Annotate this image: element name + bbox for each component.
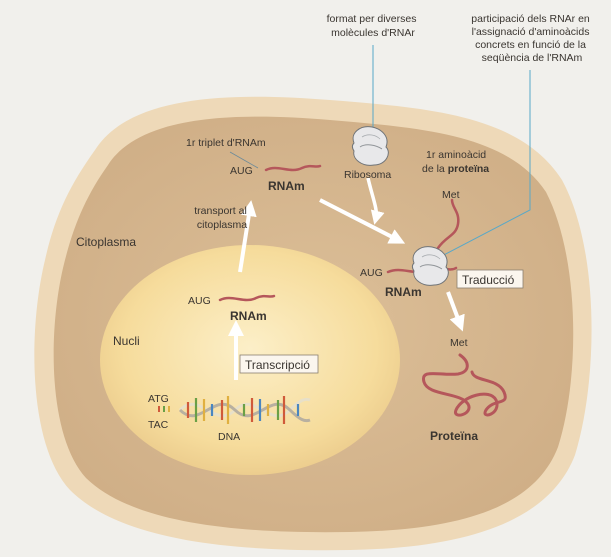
met-label-top: Met [442, 189, 460, 201]
rnam-label-mid: RNAm [230, 309, 267, 323]
traduccio-box [456, 269, 524, 289]
met-label-bottom: Met [450, 337, 468, 349]
rnam-label-right: RNAm [385, 285, 422, 299]
rna-strand-icon [264, 164, 322, 172]
rnam-label-top: RNAm [268, 179, 305, 193]
nucli-label: Nucli [113, 334, 140, 348]
triplet-pointer [229, 151, 259, 169]
triplet-label: 1r triplet d'RNAm [186, 137, 266, 149]
citoplasma-label: Citoplasma [76, 235, 136, 249]
aug-label-right: AUG [360, 267, 383, 279]
dna-label: DNA [218, 431, 240, 443]
dna-helix-icon [158, 396, 311, 424]
callout-ribosome-text: format per diverses molècules d'RNAr [327, 13, 420, 39]
arrow-ribosome-join [366, 177, 385, 225]
atg-label: ATG [148, 393, 169, 405]
arrow-transport [238, 200, 257, 273]
tac-label: TAC [148, 419, 169, 431]
aminoacid-label-line2: de la proteïna [422, 163, 489, 175]
aug-label-mid: AUG [188, 295, 211, 307]
arrow-protein [446, 291, 465, 332]
ribosome-icon [412, 246, 449, 286]
proteina-label: Proteïna [430, 429, 478, 443]
arrow-to-ribosome [319, 198, 406, 244]
ribosome-icon [352, 126, 389, 166]
protein-chain-icon [422, 353, 507, 417]
aug-label-top: AUG [230, 165, 253, 177]
callout-line-rnar [437, 70, 531, 259]
aminoacid-label-line1: 1r aminoàcid [426, 149, 486, 161]
transcripcio-label: Transcripció [245, 358, 310, 372]
peptide-chain [436, 198, 460, 250]
transport-label: transport al citoplasma [194, 205, 249, 231]
callout-rnar-text: participació dels RNAr en l'assignació d… [471, 13, 592, 64]
transcripcio-box [239, 354, 319, 374]
traduccio-label: Traducció [462, 273, 515, 287]
rna-strand-icon [218, 294, 276, 302]
ribosome-label: Ribosoma [344, 169, 391, 181]
